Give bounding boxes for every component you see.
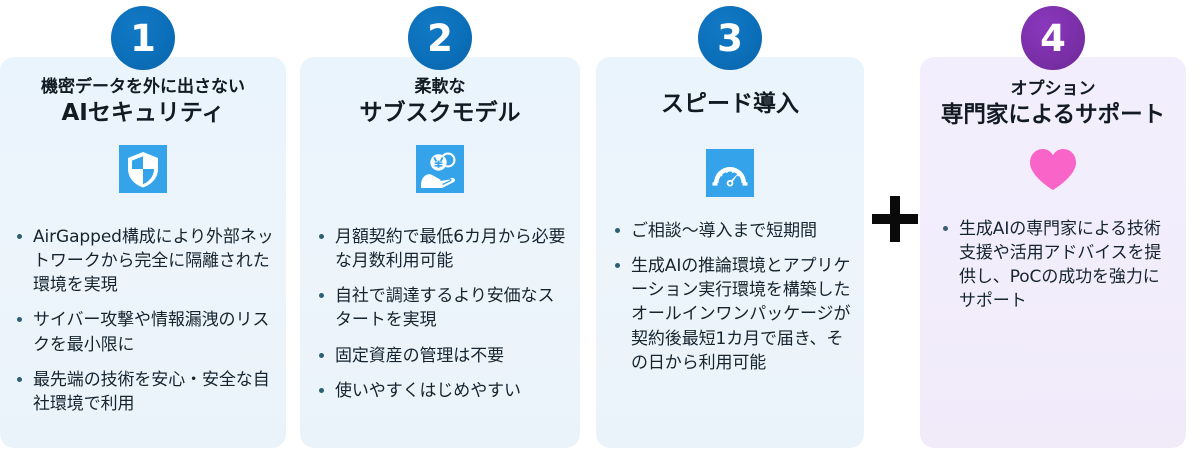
list-item: 最先端の技術を安心・安全な自社環境で利用 xyxy=(14,368,274,416)
card-heading-4: オプション 専門家によるサポート xyxy=(920,79,1186,131)
card-bullet-list-2: 月額契約で最低6カ月から必要な月数利用可能 自社で調達するより安価なスタートを実… xyxy=(316,225,568,403)
card-number-label: 2 xyxy=(427,16,453,60)
card-heading-3: スピード導入 xyxy=(596,89,864,120)
list-item: 固定資産の管理は不要 xyxy=(316,344,568,368)
card-bullet-list-4: 生成AIの専門家による技術支援や活用アドバイスを提供し、PoCの成功を強力にサポ… xyxy=(940,217,1174,314)
list-item: ご相談〜導入まで短期間 xyxy=(612,219,854,243)
card-title: スピード導入 xyxy=(661,91,799,117)
card-bullet-list-1: AirGapped構成により外部ネットワークから完全に隔離された環境を実現 サイ… xyxy=(14,225,274,416)
card-icon-wrap-2 xyxy=(300,145,580,193)
heart-icon xyxy=(1027,145,1079,193)
card-number-badge-4: 4 xyxy=(1021,6,1085,70)
list-item: 自社で調達するより安価なスタートを実現 xyxy=(316,284,568,332)
card-number-label: 3 xyxy=(717,16,743,60)
card-bullet-list-3: ご相談〜導入まで短期間 生成AIの推論環境とアプリケーション実行環境を構築したオ… xyxy=(612,219,854,375)
feature-card-3: 3 スピード導入 xyxy=(596,6,864,448)
card-icon-wrap-4 xyxy=(920,145,1186,193)
feature-card-1: 1 機密データを外に出さない AIセキュリティ AirGapped構成により外部… xyxy=(0,6,286,448)
card-number-label: 4 xyxy=(1040,16,1066,60)
card-number-badge-2: 2 xyxy=(408,6,472,70)
card-title: 専門家によるサポート xyxy=(940,102,1166,129)
card-title: AIセキュリティ xyxy=(61,100,225,127)
card-icon-wrap-1 xyxy=(0,145,286,193)
list-item: サイバー攻撃や情報漏洩のリスクを最小限に xyxy=(14,308,274,356)
card-subtitle: 柔軟な xyxy=(414,77,466,97)
shield-icon xyxy=(119,145,167,193)
card-title: サブスクモデル xyxy=(359,100,521,127)
list-item: 月額契約で最低6カ月から必要な月数利用可能 xyxy=(316,225,568,273)
list-item: 使いやすくはじめやすい xyxy=(316,379,568,403)
card-icon-wrap-3 xyxy=(596,149,864,197)
card-heading-2: 柔軟な サブスクモデル xyxy=(300,77,580,129)
hand-holding-yen-coin-icon xyxy=(416,145,464,193)
feature-card-2: 2 柔軟な サブスクモデル xyxy=(300,6,580,448)
plus-vertical-bar xyxy=(890,196,900,242)
card-subtitle: 機密データを外に出さない xyxy=(41,77,245,97)
card-number-label: 1 xyxy=(130,16,156,60)
card-number-badge-1: 1 xyxy=(111,6,175,70)
list-item: 生成AIの推論環境とアプリケーション実行環境を構築したオールインワンパッケージが… xyxy=(612,254,854,375)
card-heading-1: 機密データを外に出さない AIセキュリティ xyxy=(0,77,286,129)
card-number-badge-3: 3 xyxy=(698,6,762,70)
list-item: AirGapped構成により外部ネットワークから完全に隔離された環境を実現 xyxy=(14,225,274,297)
plus-icon xyxy=(872,196,918,242)
card-subtitle: オプション xyxy=(1010,79,1096,99)
list-item: 生成AIの専門家による技術支援や活用アドバイスを提供し、PoCの成功を強力にサポ… xyxy=(940,217,1174,314)
feature-card-4: 4 オプション 専門家によるサポート 生成AIの専門家による技術支援や活用アドバ… xyxy=(920,6,1186,448)
speedometer-icon xyxy=(706,149,754,197)
